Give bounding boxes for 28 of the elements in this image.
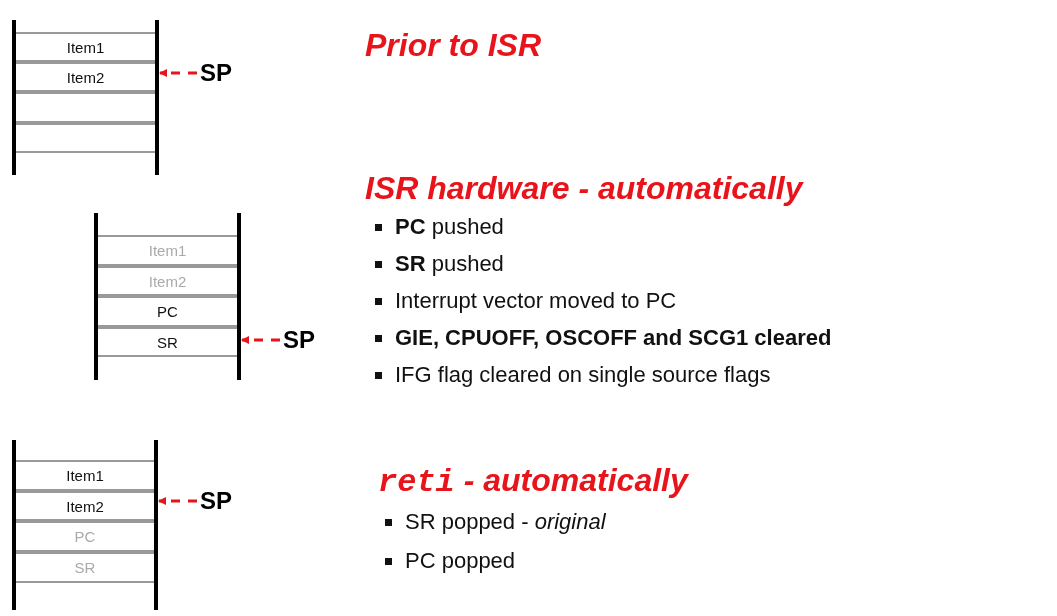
pointer-arrow: [241, 336, 280, 344]
stack-slot: Item2: [16, 62, 155, 92]
empty-stack-slot: [16, 123, 155, 153]
bullet-text: GIE, CPUOFF, OSCOFF and SCG1 cleared: [395, 325, 832, 351]
pointer-arrow: [159, 69, 197, 77]
stack-slot: PC: [98, 296, 237, 327]
section-heading: reti - automatically: [378, 462, 688, 501]
bullet-text: PC pushed: [395, 214, 504, 240]
bullet-text: SR popped - original: [405, 509, 606, 535]
bullet-text: Interrupt vector moved to PC: [395, 288, 677, 314]
stack-slot: Item2: [16, 491, 154, 521]
stack-slot: Item2: [98, 266, 237, 296]
bullet-text: IFG flag cleared on single source flags: [395, 362, 771, 388]
empty-stack-slot: [16, 92, 155, 123]
bullet-text: SR pushed: [395, 251, 504, 277]
stack-slot: Item1: [16, 32, 155, 62]
stack-slot: SR: [98, 327, 237, 357]
stack-pointer-label: SP: [200, 488, 232, 514]
stack-slot: SR: [16, 552, 154, 583]
stack-slot: PC: [16, 521, 154, 552]
bullet-text: PC popped: [405, 548, 516, 574]
stack-slot: Item1: [98, 235, 237, 266]
stack-pointer-label: SP: [200, 60, 232, 86]
section-heading: ISR hardware - automatically: [365, 170, 803, 206]
stack-pointer-label: SP: [283, 327, 315, 353]
pointer-arrow: [158, 497, 197, 505]
section-heading: Prior to ISR: [365, 27, 541, 63]
stack-slot: Item1: [16, 460, 154, 491]
